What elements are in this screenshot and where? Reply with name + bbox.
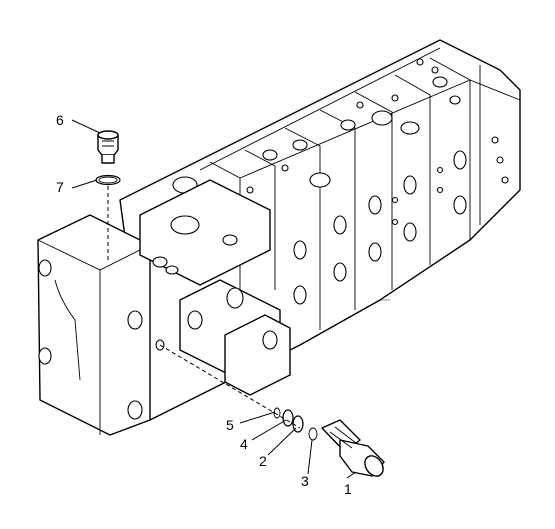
leader-5 bbox=[239, 411, 276, 424]
leader-4 bbox=[251, 419, 287, 441]
ring-part-2 bbox=[292, 415, 304, 433]
o-ring-part-7-inner bbox=[98, 176, 118, 184]
ring-part-5 bbox=[273, 407, 281, 419]
ring-part-4 bbox=[282, 409, 294, 427]
leader-6 bbox=[71, 119, 101, 134]
end-cover-block bbox=[37, 179, 291, 436]
valve-cartridge-part-1 bbox=[321, 419, 385, 477]
callout-2: 2 bbox=[259, 453, 267, 469]
callout-4: 4 bbox=[240, 436, 248, 452]
callout-5: 5 bbox=[226, 417, 234, 433]
callout-3: 3 bbox=[301, 473, 309, 489]
leader-7 bbox=[71, 179, 98, 189]
callout-7: 7 bbox=[56, 179, 64, 195]
callout-1: 1 bbox=[344, 481, 352, 497]
leader-1 bbox=[346, 471, 357, 479]
ring-part-3 bbox=[308, 427, 318, 441]
leader-3 bbox=[307, 439, 313, 475]
callout-6: 6 bbox=[56, 112, 64, 128]
leader-2 bbox=[267, 427, 297, 456]
install-line-valve bbox=[159, 344, 301, 429]
plug-part-6 bbox=[97, 130, 119, 164]
